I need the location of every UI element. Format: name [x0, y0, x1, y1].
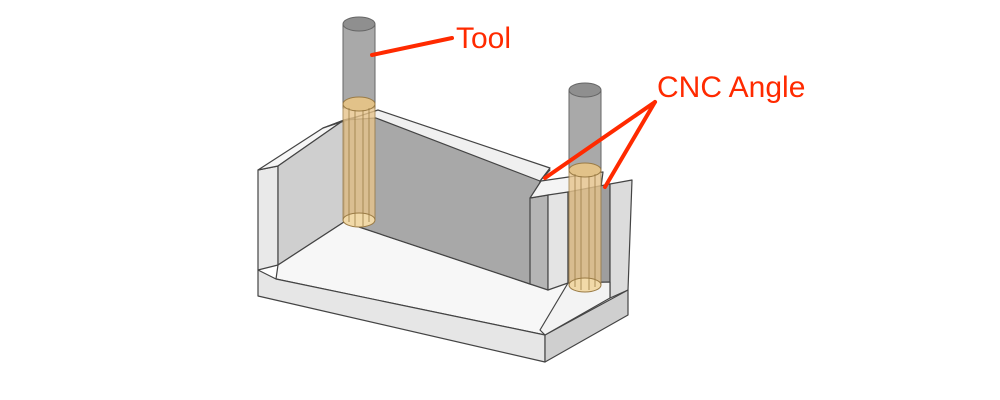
base-right-face — [544, 289, 629, 363]
left-tool-hatch — [348, 108, 370, 226]
left-tool-cut-bottom — [342, 212, 376, 228]
left-tool — [342, 16, 376, 228]
left-wall-front-face — [257, 165, 279, 271]
right-block-side — [529, 194, 549, 291]
right-tool-cut-top — [568, 162, 602, 178]
left-tool-cut — [342, 103, 376, 221]
tool-leader — [370, 36, 454, 57]
right-tool-top — [568, 82, 602, 98]
cnc-angle-label: CNC Angle — [657, 71, 805, 104]
cnc-angle-leader-1 — [543, 100, 657, 180]
right-block-front — [547, 191, 569, 291]
left-tool-cut-top — [342, 96, 376, 112]
annotation-leaders — [370, 36, 657, 189]
right-tool-cut — [568, 169, 602, 286]
right-tool-hatch — [574, 174, 596, 290]
tool-label: Tool — [456, 22, 511, 55]
cnc-angle-leader-2 — [603, 100, 657, 189]
right-pocket-floor — [539, 281, 611, 336]
right-tool — [568, 82, 602, 293]
workpiece — [257, 109, 633, 363]
left-tool-top — [342, 16, 376, 32]
right-outer-wall — [609, 179, 633, 299]
left-tool-shaft — [342, 23, 376, 109]
right-tool-cut-bottom — [568, 277, 602, 293]
